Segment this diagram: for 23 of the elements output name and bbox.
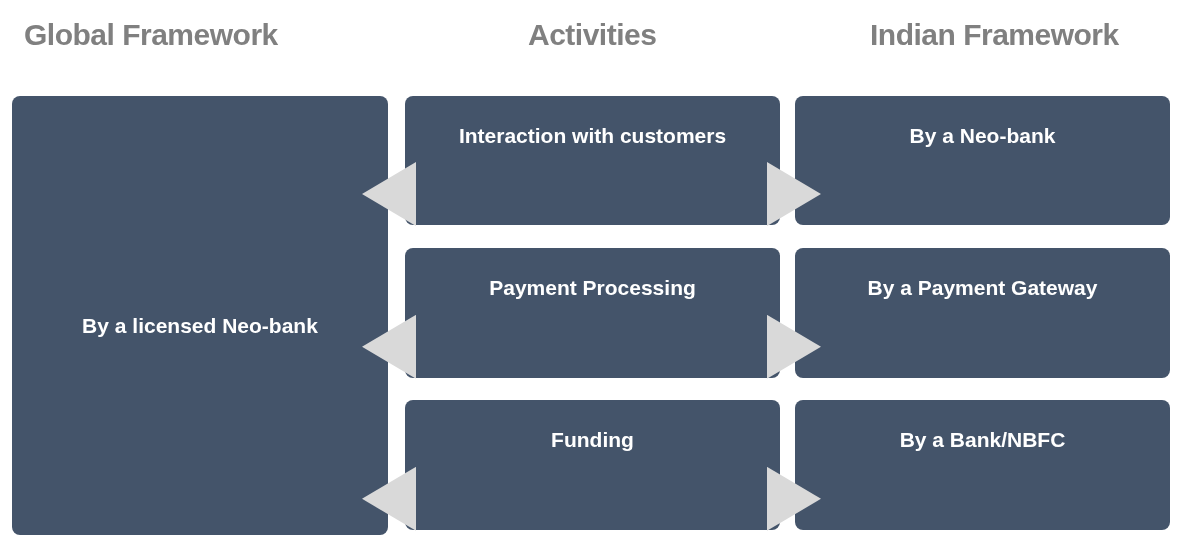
process-box [795, 96, 1170, 225]
node-text: By a Neo-bank [908, 123, 1057, 149]
process-box [795, 400, 1170, 530]
arrow [767, 314, 821, 379]
process-box [12, 96, 388, 535]
node-text: Payment Processing [488, 275, 697, 301]
arrow [362, 314, 416, 379]
arrow [767, 466, 821, 531]
arrow [362, 162, 416, 227]
arrow [767, 162, 821, 227]
process-box [405, 400, 780, 530]
node-text: By a Payment Gateway [866, 275, 1099, 301]
arrow [362, 466, 416, 531]
column-heading: Global Framework [24, 18, 278, 52]
node-text: Interaction with customers [457, 123, 728, 149]
process-box [405, 248, 780, 378]
column-heading: Indian Framework [870, 18, 1119, 52]
process-box [795, 248, 1170, 378]
node-text: By a Bank/NBFC [898, 427, 1067, 453]
node-text: Funding [550, 427, 635, 453]
node-text: By a licensed Neo-bank [81, 313, 319, 339]
column-heading: Activities [528, 18, 657, 52]
process-box [405, 96, 780, 225]
